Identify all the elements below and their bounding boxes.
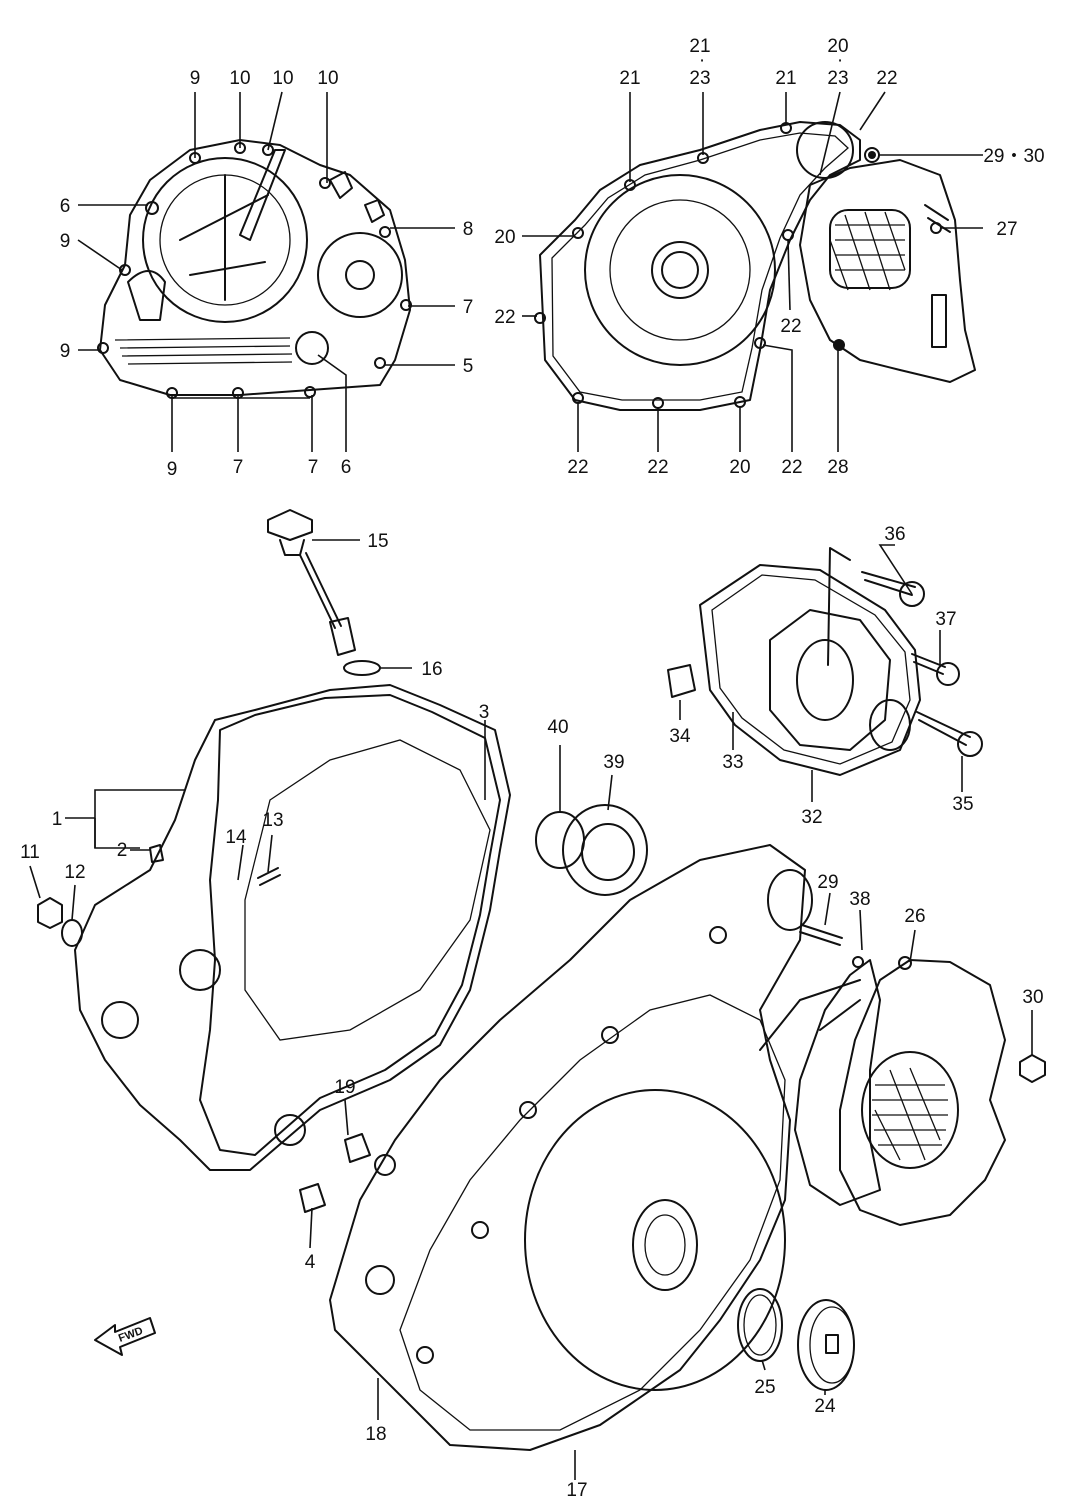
label-part-16: 16 — [421, 659, 442, 680]
label-part-10: 10 — [317, 68, 338, 89]
label-part-30: 30 — [1022, 987, 1043, 1008]
label-part-23: 23 — [689, 68, 710, 89]
label-part-26: 26 — [904, 906, 925, 927]
crankcase-left — [37, 684, 511, 1213]
label-part-3: 3 — [479, 702, 490, 723]
label-part-37: 37 — [935, 609, 956, 630]
label-part-22: 22 — [780, 316, 801, 337]
label-dot: · — [699, 50, 705, 71]
label-part-22: 22 — [647, 457, 668, 478]
label-dot: · — [837, 50, 843, 71]
label-part-29-30: 29・30 — [983, 146, 1044, 167]
forward-arrow: FWD — [94, 1317, 156, 1356]
label-part-21: 21 — [619, 68, 640, 89]
label-part-7: 7 — [308, 457, 319, 478]
generator-cover — [534, 121, 861, 411]
label-part-12: 12 — [64, 862, 85, 883]
label-part-7: 7 — [233, 457, 244, 478]
label-part-10: 10 — [229, 68, 250, 89]
label-part-15: 15 — [367, 531, 388, 552]
label-part-8: 8 — [463, 219, 474, 240]
starter-cover-top — [799, 147, 976, 383]
label-part-35: 35 — [952, 794, 973, 815]
oil-dipstick — [267, 509, 381, 676]
label-part-20: 20 — [827, 36, 848, 57]
label-part-5: 5 — [463, 356, 474, 377]
label-part-10: 10 — [272, 68, 293, 89]
label-part-20: 20 — [729, 457, 750, 478]
label-part-2: 2 — [117, 840, 128, 861]
bearing — [535, 804, 648, 896]
label-part-18: 18 — [365, 1424, 386, 1445]
label-part-24: 24 — [814, 1396, 836, 1417]
label-part-7: 7 — [463, 297, 474, 318]
label-part-38: 38 — [849, 889, 870, 910]
label-part-9: 9 — [167, 459, 178, 480]
clutch-cover — [97, 139, 412, 399]
right-crankcase-cover — [329, 844, 861, 1451]
label-part-32: 32 — [801, 807, 822, 828]
label-part-6: 6 — [60, 196, 71, 217]
label-part-11: 11 — [20, 842, 40, 863]
label-part-25: 25 — [754, 1377, 775, 1398]
label-part-9: 9 — [190, 68, 201, 89]
starter-cover — [794, 924, 1046, 1226]
water-pump-cover — [667, 547, 983, 776]
label-part-39: 39 — [603, 752, 624, 773]
label-part-21: 21 — [775, 68, 796, 89]
label-part-22: 22 — [494, 307, 515, 328]
label-part-4: 4 — [305, 1252, 316, 1273]
label-part-22: 22 — [876, 68, 897, 89]
label-part-29: 29 — [817, 872, 838, 893]
cap-and-oring — [737, 1288, 855, 1391]
label-part-9: 9 — [60, 341, 71, 362]
label-part-17: 17 — [566, 1480, 587, 1500]
label-part-20: 20 — [494, 227, 515, 248]
label-part-36: 36 — [884, 524, 905, 545]
label-part-34: 34 — [669, 726, 691, 747]
label-part-21: 21 — [689, 36, 710, 57]
label-part-28: 28 — [827, 457, 848, 478]
label-part-19: 19 — [334, 1077, 355, 1098]
label-part-33: 33 — [722, 752, 743, 773]
label-part-23: 23 — [827, 68, 848, 89]
label-part-13: 13 — [262, 810, 283, 831]
label-part-27: 27 — [996, 219, 1017, 240]
label-part-6: 6 — [341, 457, 352, 478]
label-part-9: 9 — [60, 231, 71, 252]
leader-lines — [29, 91, 1033, 1480]
label-part-1: 1 — [52, 809, 63, 830]
label-part-22: 22 — [567, 457, 588, 478]
label-part-40: 40 — [547, 717, 568, 738]
callout-labels: 9 10 10 10 6 9 9 8 7 5 9 7 7 6 21 · 23 2… — [20, 36, 1045, 1500]
label-part-22: 22 — [781, 457, 802, 478]
label-part-14: 14 — [225, 827, 247, 848]
